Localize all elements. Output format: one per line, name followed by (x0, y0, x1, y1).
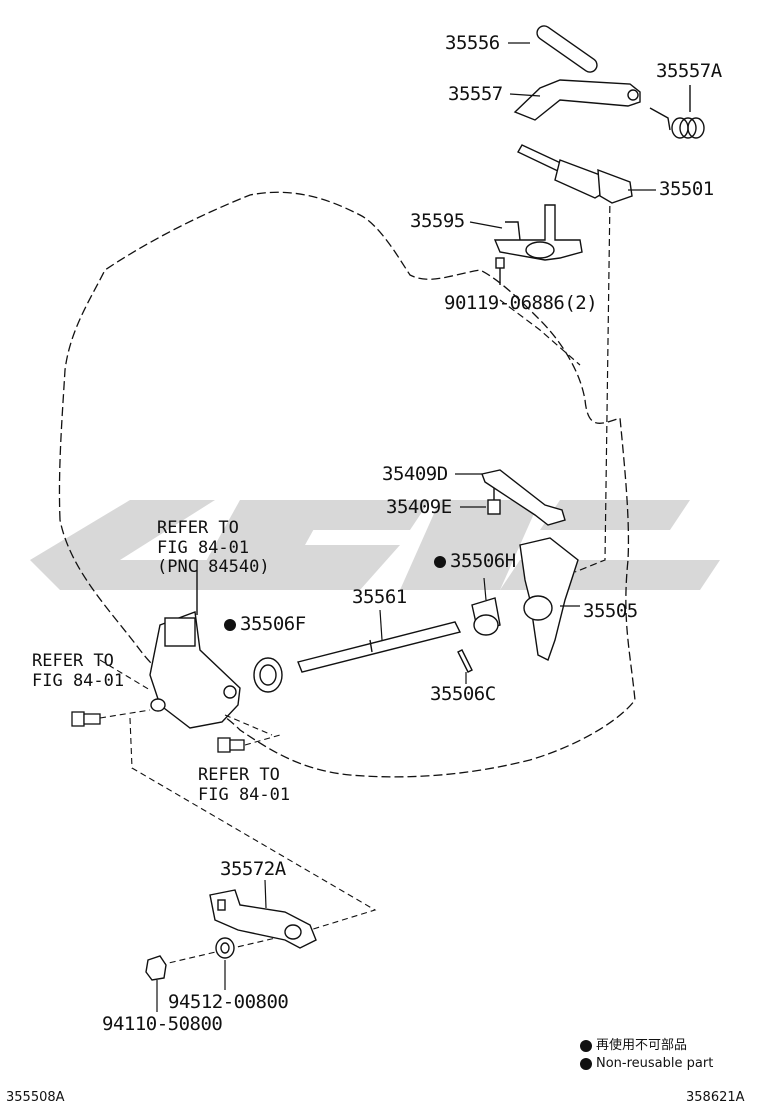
lever-35409D (481, 469, 566, 526)
rod-35501 (517, 144, 633, 204)
label-35501: 35501 (659, 178, 714, 200)
label-35557A: 35557A (656, 60, 722, 82)
plate-35595 (493, 204, 583, 261)
shaft-35561 (297, 621, 462, 673)
legend-en: Non-reusable part (580, 1056, 713, 1071)
switch-bolt-left (71, 711, 101, 727)
switch-bolt-bottom (217, 737, 245, 753)
label-35506F: 35506F (224, 615, 306, 634)
nut-94110 (145, 955, 167, 981)
corner-code-left: 355508A (6, 1090, 65, 1105)
non-reusable-dot-icon (580, 1057, 592, 1070)
washer-94512 (215, 937, 235, 959)
legend-jp: 再使用不可部品 (580, 1034, 687, 1053)
label-35506H-text: 35506H (450, 550, 516, 572)
non-reusable-dot-icon (434, 555, 446, 568)
bolt-35409E (487, 488, 501, 515)
label-35409E: 35409E (386, 496, 452, 518)
label-90119: 90119-06886(2) (444, 292, 598, 314)
label-35506F-text: 35506F (240, 613, 306, 635)
lever-35572A (209, 889, 317, 949)
non-reusable-dot-icon (580, 1039, 592, 1052)
refer-label-bottom: REFER TO FIG 84-01 (198, 765, 291, 805)
corner-code-right: 358621A (686, 1090, 745, 1105)
refer-label-top: REFER TO FIG 84-01 (PNC 84540) (157, 518, 270, 578)
legend-en-text: Non-reusable part (596, 1056, 714, 1071)
label-35561: 35561 (352, 586, 407, 608)
pin-35556 (536, 25, 598, 73)
collar-35506H (471, 597, 501, 636)
label-94512: 94512-00800 (168, 991, 289, 1013)
case-outline (58, 191, 636, 778)
link-line-bolt (499, 299, 581, 366)
label-35506H: 35506H (434, 552, 516, 571)
label-94110: 94110-50800 (102, 1013, 223, 1035)
bolt-90119 (495, 257, 505, 285)
pin-35506C (457, 649, 473, 673)
non-reusable-dot-icon (224, 618, 236, 631)
label-35409D: 35409D (382, 463, 448, 485)
label-35557: 35557 (448, 83, 503, 105)
neutral-switch (149, 560, 241, 729)
label-35572A: 35572A (220, 858, 286, 880)
refer-label-left: REFER TO FIG 84-01 (32, 651, 125, 691)
legend-jp-text: 再使用不可部品 (596, 1038, 688, 1053)
switch-dashed-links (99, 659, 377, 966)
watermark-logo (30, 500, 720, 590)
spring-35557A (649, 85, 705, 139)
lever-35557 (513, 79, 641, 121)
sector-35505 (519, 537, 579, 661)
seal-35506F (253, 657, 283, 693)
label-35556: 35556 (445, 32, 500, 54)
label-35595: 35595 (410, 210, 465, 232)
label-35505: 35505 (583, 600, 638, 622)
link-line-35501 (574, 194, 611, 573)
label-35506C: 35506C (430, 683, 496, 705)
